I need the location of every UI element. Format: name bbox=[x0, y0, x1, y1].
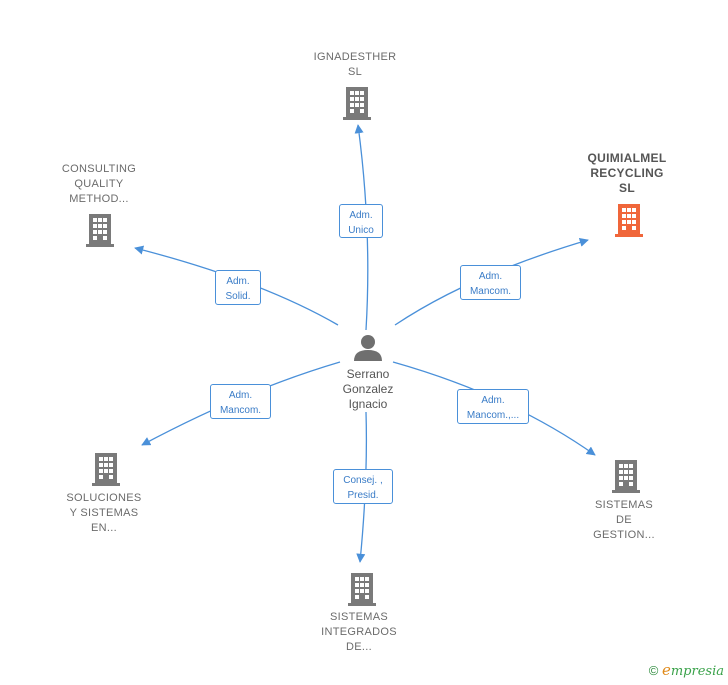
empresia-logo: © empresia bbox=[649, 661, 724, 679]
building-icon-sistemas-gestion bbox=[612, 460, 640, 493]
building-icon-ignadesther bbox=[343, 87, 371, 120]
relation-label-sistemas-gestion: Adm. Mancom.,... bbox=[457, 389, 529, 424]
company-label-sistemas-integrados[interactable]: SISTEMAS INTEGRADOS DE... bbox=[321, 611, 397, 653]
copyright-symbol: © bbox=[648, 663, 659, 678]
company-label-ignadesther[interactable]: IGNADESTHER SL bbox=[313, 51, 397, 78]
company-label-quimialmel[interactable]: QUIMIALMEL RECYCLING SL bbox=[587, 151, 667, 195]
building-icon-sistemas-integrados bbox=[348, 573, 376, 606]
relation-label-sistemas-integrados: Consej. , Presid. bbox=[333, 469, 393, 504]
company-label-sistemas-gestion[interactable]: SISTEMAS DE GESTION... bbox=[593, 499, 655, 541]
person-icon bbox=[354, 335, 382, 361]
relation-label-quimialmel: Adm. Mancom. bbox=[460, 265, 521, 300]
building-icon-quimialmel bbox=[615, 204, 643, 237]
relation-label-consulting: Adm. Solid. bbox=[215, 270, 261, 305]
person-label[interactable]: Serrano Gonzalez Ignacio bbox=[342, 367, 394, 411]
company-label-consulting[interactable]: CONSULTING QUALITY METHOD... bbox=[61, 163, 137, 205]
building-icon-consulting bbox=[86, 214, 114, 247]
company-label-soluciones[interactable]: SOLUCIONES Y SISTEMAS EN... bbox=[66, 492, 142, 534]
relation-label-soluciones: Adm. Mancom. bbox=[210, 384, 271, 419]
relation-label-ignadesther: Adm. Unico bbox=[339, 204, 383, 238]
building-icon-soluciones bbox=[92, 453, 120, 486]
brand-name: empresia bbox=[661, 661, 724, 679]
